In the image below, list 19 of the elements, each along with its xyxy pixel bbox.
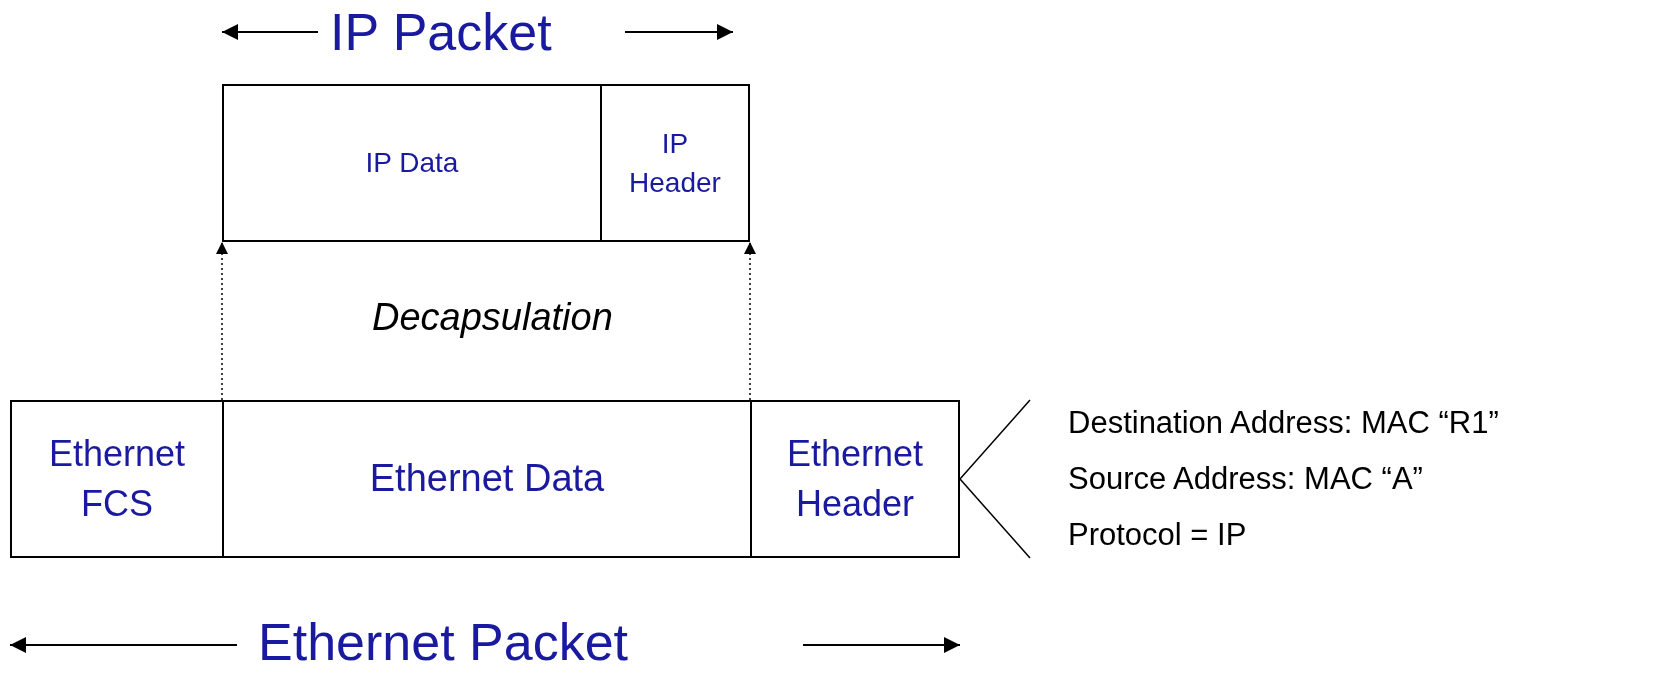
- field-label: Ethernet FCS: [47, 431, 187, 526]
- header-detail-text: Protocol = IP: [1068, 515, 1247, 554]
- trailer-field: [10, 400, 224, 558]
- field-label: Ethernet Header: [785, 431, 925, 526]
- header-field: [600, 84, 750, 242]
- packet-title: IP Packet: [330, 2, 552, 62]
- data-field: [222, 400, 752, 558]
- arrow: [744, 241, 756, 401]
- arrow: [216, 241, 228, 401]
- header-field: [750, 400, 960, 558]
- bracket-line: [959, 399, 1031, 559]
- header-detail-text: Destination Address: MAC “R1”: [1068, 404, 1499, 443]
- field-label: IP Header: [628, 126, 722, 200]
- packet-title: Ethernet Packet: [258, 612, 628, 672]
- header-detail-text: Source Address: MAC “A”: [1068, 460, 1423, 499]
- process-label: Decapsulation: [372, 296, 613, 339]
- field-label: Ethernet Data: [368, 456, 606, 502]
- data-field: [222, 84, 602, 242]
- field-label: IP Data: [364, 146, 460, 181]
